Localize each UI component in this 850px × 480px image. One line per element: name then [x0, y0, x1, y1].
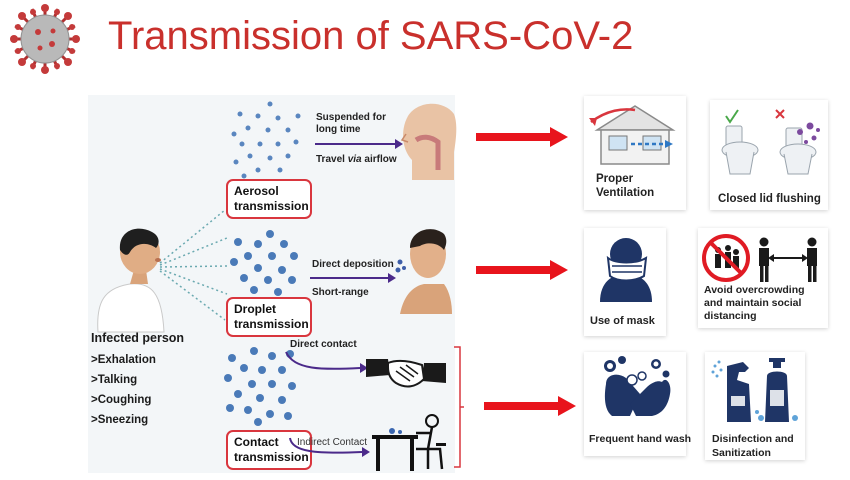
- disinfection-label: Disinfection and Sanitization: [712, 432, 794, 460]
- travel-suffix: airflow: [361, 154, 397, 165]
- infected-item-coughing: >Coughing: [91, 394, 152, 406]
- aerosol-label-line1: Aerosol: [234, 184, 279, 198]
- card-ventilation: Proper Ventilation: [584, 96, 686, 210]
- short-range-text: Short-range: [312, 287, 369, 298]
- mask-icon: [600, 238, 652, 302]
- card-disinfection: Disinfection and Sanitization: [705, 352, 805, 460]
- crowd-line1: Avoid overcrowding: [704, 284, 805, 296]
- desk-person-icon: [372, 414, 446, 471]
- aerosol-arrow: [315, 139, 403, 149]
- toilet-icon: [721, 109, 820, 175]
- aerosol-particles: [231, 101, 301, 179]
- droplet-label: Droplet transmission: [226, 297, 312, 337]
- direct-contact-text: Direct contact: [290, 339, 357, 350]
- ventilation-line1: Proper: [596, 173, 634, 185]
- aerosol-label: Aerosol transmission: [226, 179, 312, 219]
- flushing-label: Closed lid flushing: [718, 193, 821, 205]
- droplet-label-line2: transmission: [234, 317, 309, 331]
- droplet-particles: [230, 230, 298, 296]
- contact-label-line1: Contact: [234, 435, 279, 449]
- receiving-person-icon: [395, 229, 452, 314]
- aerosol-note-line2: long time: [316, 124, 361, 135]
- ventilation-line2: Ventilation: [596, 187, 655, 199]
- ventilation-label: Proper Ventilation: [596, 172, 654, 200]
- crowd-label: Avoid overcrowding and maintain social d…: [704, 284, 805, 323]
- infected-item-talking: >Talking: [91, 374, 138, 386]
- disinfection-line1: Disinfection and: [712, 433, 794, 445]
- head-airway-icon: [400, 103, 457, 180]
- crowd-line2: and maintain social: [704, 297, 802, 309]
- contact-label-line2: transmission: [234, 450, 309, 464]
- page-title: Transmission of SARS-CoV-2: [108, 14, 634, 58]
- indirect-contact-arrow: [289, 437, 370, 457]
- contact-label: Contact transmission: [226, 430, 312, 470]
- infected-person-icon: [97, 228, 165, 333]
- aerosol-label-line2: transmission: [234, 199, 309, 213]
- travel-prefix: Travel: [316, 154, 348, 165]
- red-arrow-droplet: [476, 260, 568, 280]
- spray-bottle-icon: [711, 358, 798, 422]
- card-handwash: Frequent hand wash: [584, 352, 691, 456]
- indirect-contact-text: Indirect Contact: [297, 437, 368, 448]
- virus-icon: [10, 4, 80, 74]
- crowd-line3: distancing: [704, 310, 757, 322]
- contact-particles: [224, 347, 296, 426]
- handwash-icon: [604, 356, 671, 416]
- droplet-label-line1: Droplet: [234, 302, 276, 316]
- exhalation-lines: [159, 209, 228, 321]
- mask-label: Use of mask: [590, 315, 655, 327]
- card-crowd: Avoid overcrowding and maintain social d…: [698, 228, 828, 328]
- travel-via: via: [347, 154, 362, 165]
- infected-item-exhalation: >Exhalation: [91, 354, 156, 366]
- droplet-arrow: [310, 273, 396, 283]
- ventilation-house-icon: [589, 105, 676, 165]
- red-arrow-contact: [484, 396, 576, 416]
- disinfection-line2: Sanitization: [712, 447, 771, 459]
- aerosol-note-line1: Suspended for: [316, 112, 387, 123]
- infected-heading: Infected person: [91, 331, 185, 345]
- red-arrow-aerosol: [476, 127, 568, 147]
- no-crowd-icon: [702, 234, 817, 282]
- aerosol-travel: Travel via airflow: [316, 154, 397, 165]
- infected-item-sneezing: >Sneezing: [91, 414, 149, 426]
- card-flushing: Closed lid flushing: [710, 100, 828, 210]
- handwash-label: Frequent hand wash: [589, 433, 692, 445]
- contact-bracket: [454, 346, 464, 468]
- direct-deposition-text: Direct deposition: [312, 259, 394, 270]
- direct-contact-arrow: [285, 351, 368, 373]
- handshake-icon: [366, 359, 446, 388]
- card-mask: Use of mask: [584, 228, 666, 336]
